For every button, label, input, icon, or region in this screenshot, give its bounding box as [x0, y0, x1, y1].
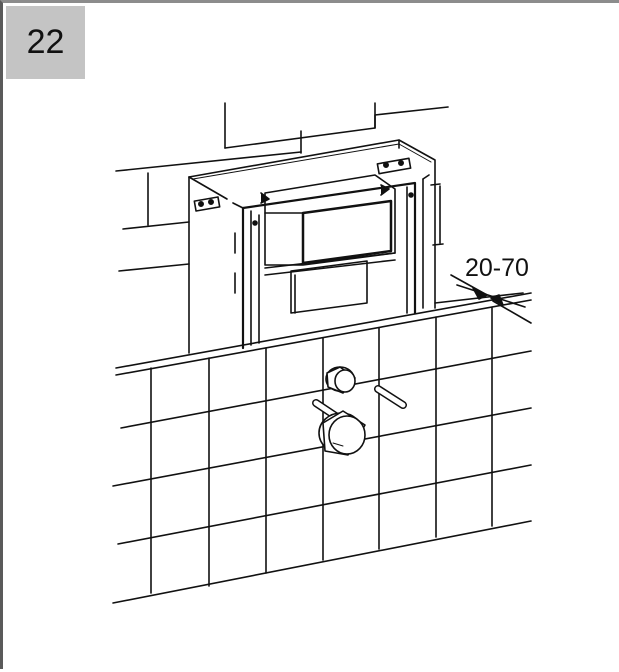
- tiled-wall: [112, 292, 532, 604]
- installation-frame: [188, 139, 436, 354]
- dimension-label: 20-70: [465, 254, 529, 282]
- dimension-indicator: [450, 274, 532, 324]
- step-number: 22: [26, 23, 65, 61]
- installation-illustration: [112, 102, 532, 604]
- step-number-badge: 22: [6, 6, 85, 79]
- back-brick-wall: [115, 102, 524, 304]
- shower-valve: [312, 366, 407, 456]
